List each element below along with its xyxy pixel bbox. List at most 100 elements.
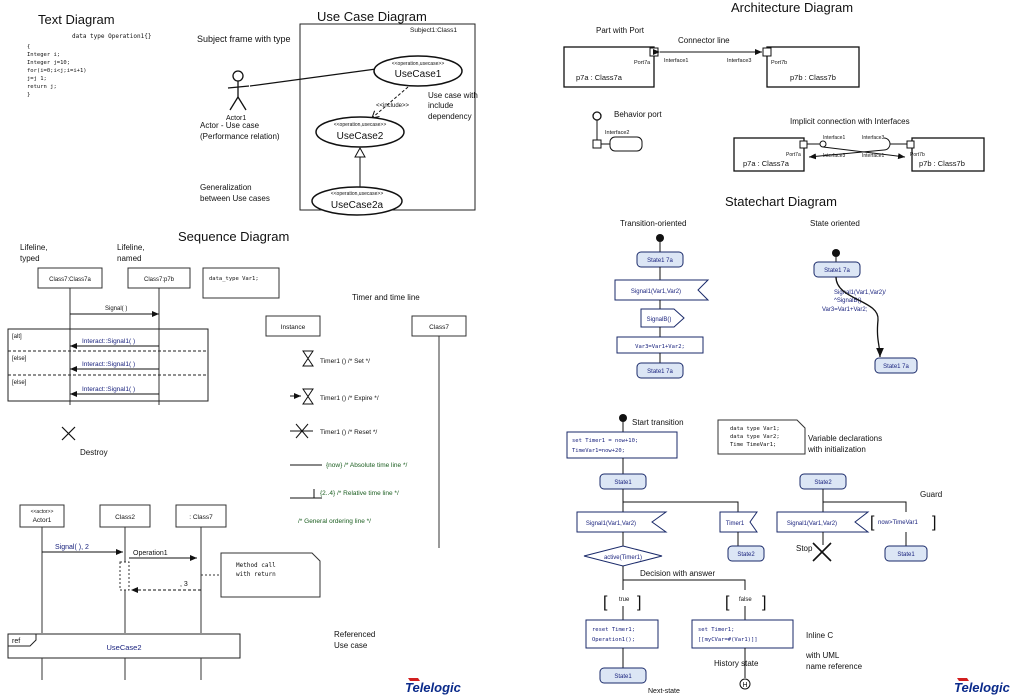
variable-declaration[interactable] bbox=[202, 267, 280, 299]
timer-input[interactable] bbox=[719, 511, 758, 533]
answer-bracket: [ bbox=[725, 594, 730, 611]
history-state-label: History state bbox=[714, 659, 759, 668]
variable-declaration-note[interactable]: data type Var1; data type Var2; Time Tim… bbox=[717, 419, 806, 455]
part-label: p7b : Class7b bbox=[790, 73, 836, 82]
signal-output[interactable] bbox=[640, 308, 685, 328]
interface-label: Interface2 bbox=[605, 130, 629, 136]
part-label: p7b : Class7b bbox=[919, 159, 965, 168]
state-box[interactable] bbox=[813, 261, 861, 278]
port-label: Port7b bbox=[771, 60, 787, 66]
part-box[interactable] bbox=[766, 46, 860, 88]
generalization-arrow bbox=[354, 146, 366, 158]
port[interactable] bbox=[649, 47, 659, 57]
state-label: State1 bbox=[614, 674, 632, 680]
message-label: Interact::Signal1( ) bbox=[82, 386, 135, 393]
flow-line bbox=[622, 489, 739, 512]
inline-c-note: Inline C bbox=[806, 631, 833, 640]
decision-label: active(Timer1) bbox=[604, 555, 642, 561]
signal-input[interactable] bbox=[614, 279, 710, 301]
state-label: State2 bbox=[814, 480, 832, 486]
destroy-icon bbox=[61, 426, 76, 441]
port[interactable] bbox=[906, 140, 915, 149]
include-dependency bbox=[372, 86, 409, 118]
alt-label: [else] bbox=[12, 356, 27, 362]
flow-line bbox=[822, 489, 907, 512]
part-box[interactable] bbox=[563, 46, 655, 88]
port[interactable] bbox=[592, 139, 602, 149]
state-box[interactable] bbox=[599, 667, 647, 684]
interface-label: Interface3 bbox=[862, 135, 884, 141]
generalization-note-line: Generalization bbox=[200, 183, 252, 192]
use-case-1[interactable]: <<operation,usecase>> UseCase1 bbox=[373, 55, 463, 87]
signal-input[interactable] bbox=[776, 511, 870, 533]
lifeline-label: Class2 bbox=[115, 514, 135, 521]
state-box[interactable] bbox=[884, 545, 928, 562]
state-box[interactable] bbox=[727, 545, 765, 562]
port-label: Port7b bbox=[910, 152, 925, 158]
lifeline-label: : Class7 bbox=[189, 514, 213, 521]
include-note-line: include bbox=[428, 101, 454, 110]
lifeline-head[interactable] bbox=[265, 315, 321, 337]
note-box[interactable]: Method call with return bbox=[220, 552, 321, 598]
use-case-diagram: Use Case Diagram Subject frame with type… bbox=[197, 9, 478, 216]
telelogic-logo: Telelogic bbox=[954, 678, 1011, 695]
logo-text: Telelogic bbox=[954, 680, 1011, 695]
behavior-state[interactable] bbox=[609, 136, 643, 152]
state-label: State1 7a bbox=[647, 258, 673, 264]
part-box[interactable] bbox=[733, 137, 805, 172]
lollipop-icon bbox=[807, 137, 907, 160]
use-case-2[interactable]: <<operation,usecase>> UseCase2 bbox=[315, 116, 405, 148]
use-case-2a[interactable]: <<operation,usecase>> UseCase2a bbox=[311, 186, 403, 216]
signal-input[interactable] bbox=[576, 511, 668, 533]
inline-c-note: name reference bbox=[806, 662, 863, 671]
state-box[interactable] bbox=[874, 357, 918, 374]
timer-title: Timer and time line bbox=[352, 293, 420, 302]
state-oriented-label: State oriented bbox=[810, 219, 860, 228]
ref-usecase: UseCase2 bbox=[106, 643, 141, 652]
decision-note: Decision with answer bbox=[640, 569, 715, 578]
signal-label: Signal1(Var1,Var2) bbox=[586, 521, 636, 527]
task-line: set Timer1 = now+10; bbox=[572, 438, 638, 444]
interface-label: Interface1 bbox=[664, 58, 688, 64]
subject-frame-label: Subject frame with type bbox=[197, 34, 291, 44]
lifeline-named-note: Lifeline, bbox=[117, 243, 145, 252]
telelogic-logo: Telelogic bbox=[405, 678, 462, 695]
alt-fragment[interactable] bbox=[7, 328, 209, 402]
use-case-name: UseCase1 bbox=[395, 69, 442, 80]
lifeline-label: Class7 bbox=[429, 324, 449, 331]
task-box[interactable] bbox=[691, 619, 794, 649]
operation-label: Operation1 bbox=[133, 550, 168, 557]
task-box[interactable] bbox=[566, 431, 678, 459]
actor-figure[interactable] bbox=[227, 70, 250, 111]
message-label: Interact::Signal1( ) bbox=[82, 361, 135, 368]
task-box[interactable] bbox=[585, 619, 659, 649]
activation-bar bbox=[119, 561, 130, 591]
start-icon bbox=[832, 249, 840, 257]
task-label: Var3=Var1+Var2; bbox=[635, 344, 685, 350]
include-note-line: dependency bbox=[428, 112, 472, 121]
answer-label: false bbox=[739, 597, 752, 603]
sequence-title: Sequence Diagram bbox=[178, 229, 289, 244]
guard-label: Guard bbox=[920, 490, 942, 499]
port[interactable] bbox=[799, 140, 808, 149]
state-box[interactable] bbox=[636, 362, 684, 379]
interface-label: Interface3 bbox=[823, 153, 845, 159]
behavior-port-label: Behavior port bbox=[614, 110, 662, 119]
architecture-title: Architecture Diagram bbox=[731, 0, 853, 15]
text-diagram: Text Diagram data type Operation1{} { In… bbox=[27, 12, 151, 98]
state-label: State2 bbox=[737, 552, 755, 558]
decl-line: data type Var1; bbox=[730, 426, 780, 432]
port[interactable] bbox=[762, 47, 772, 57]
decl-line: Time TimeVar1; bbox=[730, 442, 776, 448]
signal-label: SignalB() bbox=[647, 317, 672, 323]
interaction-reference[interactable] bbox=[7, 633, 241, 659]
part-box[interactable] bbox=[911, 137, 985, 172]
relative-time-label: {2..4} /* Relative time line */ bbox=[320, 490, 399, 497]
text-diagram-title: Text Diagram bbox=[38, 12, 115, 27]
referenced-usecase-note: Use case bbox=[334, 641, 368, 650]
state-label: State1 7a bbox=[824, 268, 850, 274]
signal-label: Signal1(Var1,Var2) bbox=[787, 521, 837, 527]
timer-item: Timer1 () /* Reset */ bbox=[320, 429, 377, 436]
lifeline-typed-note: Lifeline, bbox=[20, 243, 48, 252]
stereotype: <<actor>> bbox=[31, 509, 54, 515]
